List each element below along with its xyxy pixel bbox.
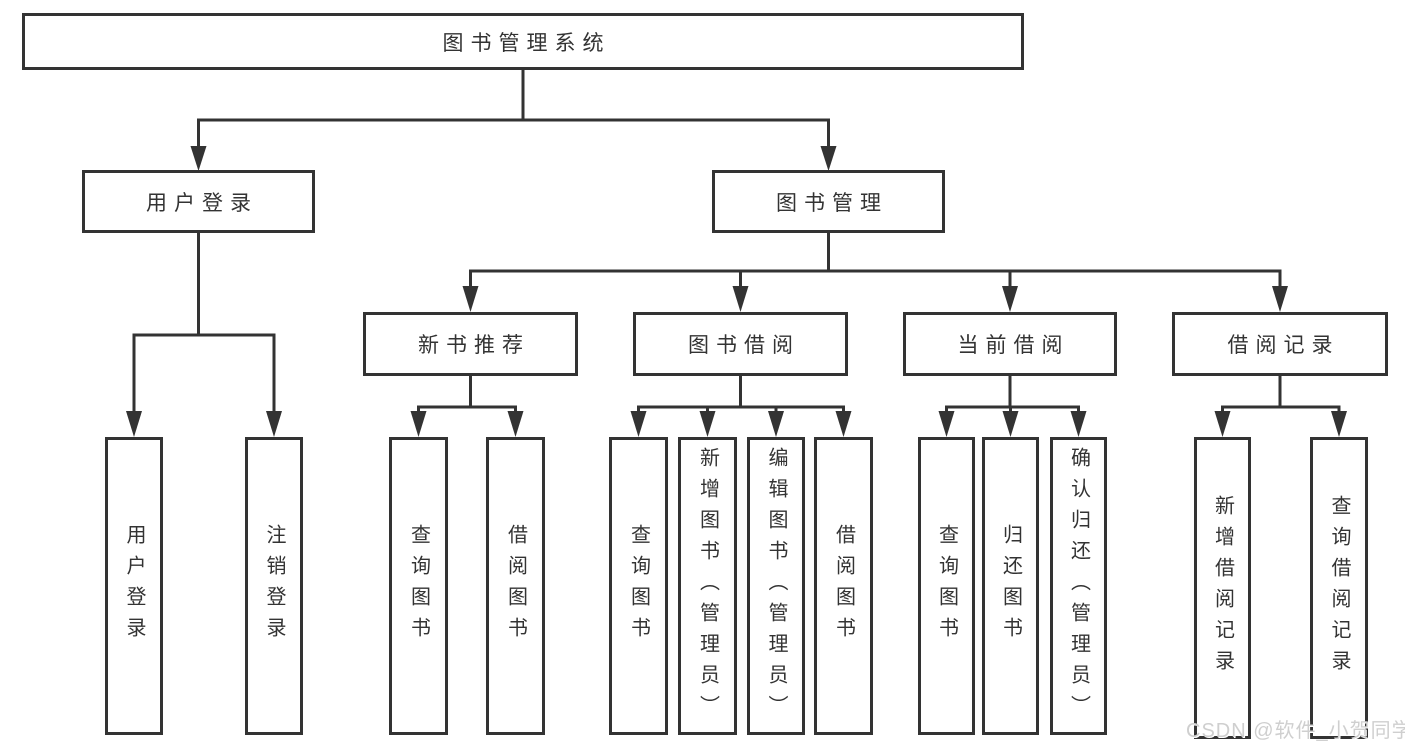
leaf-edit-books-admin: 编辑图书（管理员） — [747, 437, 805, 735]
node-book-borrowing-label: 图书借阅 — [688, 334, 800, 357]
leaf-return-books-label: 归还图书 — [999, 524, 1022, 648]
node-book-management: 图书管理 — [712, 170, 945, 233]
leaf-add-books-admin-label: 新增图书（管理员） — [696, 446, 719, 726]
node-user-login-label: 用户登录 — [146, 191, 258, 215]
leaf-user-login-label: 用户登录 — [123, 524, 145, 648]
leaf-query-books-current-label: 查询图书 — [935, 524, 958, 648]
node-library-system: 图书管理系统 — [22, 13, 1024, 70]
node-book-management-label: 图书管理 — [776, 191, 888, 215]
node-borrowing-records: 借阅记录 — [1172, 312, 1388, 376]
leaf-borrow-books-borrow: 借阅图书 — [814, 437, 873, 735]
leaf-user-login: 用户登录 — [105, 437, 163, 735]
csdn-watermark: CSDN @软件_小贺同学 — [1186, 720, 1405, 742]
node-library-system-label: 图书管理系统 — [442, 31, 611, 55]
leaf-query-borrow-record-label: 查询借阅记录 — [1328, 495, 1350, 681]
node-new-book-recommendation: 新书推荐 — [363, 312, 578, 376]
leaf-query-books-current: 查询图书 — [918, 437, 975, 735]
leaf-add-borrow-record: 新增借阅记录 — [1194, 437, 1251, 739]
leaf-confirm-return-admin: 确认归还（管理员） — [1050, 437, 1107, 735]
node-current-borrowing: 当前借阅 — [903, 312, 1117, 376]
leaf-query-books-recommend: 查询图书 — [389, 437, 448, 735]
leaf-add-books-admin: 新增图书（管理员） — [678, 437, 737, 735]
leaf-query-books-borrow-label: 查询图书 — [627, 524, 650, 648]
leaf-logout: 注销登录 — [245, 437, 303, 735]
node-current-borrowing-label: 当前借阅 — [957, 334, 1070, 357]
leaf-borrow-books-recommend-label: 借阅图书 — [504, 524, 527, 648]
arrowheads — [126, 146, 1347, 437]
leaf-borrow-books-recommend: 借阅图书 — [486, 437, 545, 735]
leaf-logout-label: 注销登录 — [263, 524, 285, 648]
leaf-edit-books-admin-label: 编辑图书（管理员） — [765, 446, 787, 726]
leaf-add-borrow-record-label: 新增借阅记录 — [1211, 495, 1234, 681]
node-new-book-recommendation-label: 新书推荐 — [418, 334, 530, 357]
node-user-login: 用户登录 — [82, 170, 315, 233]
node-book-borrowing: 图书借阅 — [633, 312, 848, 376]
leaf-return-books: 归还图书 — [982, 437, 1039, 735]
leaf-query-borrow-record: 查询借阅记录 — [1310, 437, 1368, 739]
node-borrowing-records-label: 借阅记录 — [1227, 334, 1340, 357]
leaf-query-books-recommend-label: 查询图书 — [407, 524, 430, 648]
leaf-query-books-borrow: 查询图书 — [609, 437, 668, 735]
leaf-confirm-return-admin-label: 确认归还（管理员） — [1067, 446, 1090, 726]
leaf-borrow-books-borrow-label: 借阅图书 — [832, 524, 855, 648]
